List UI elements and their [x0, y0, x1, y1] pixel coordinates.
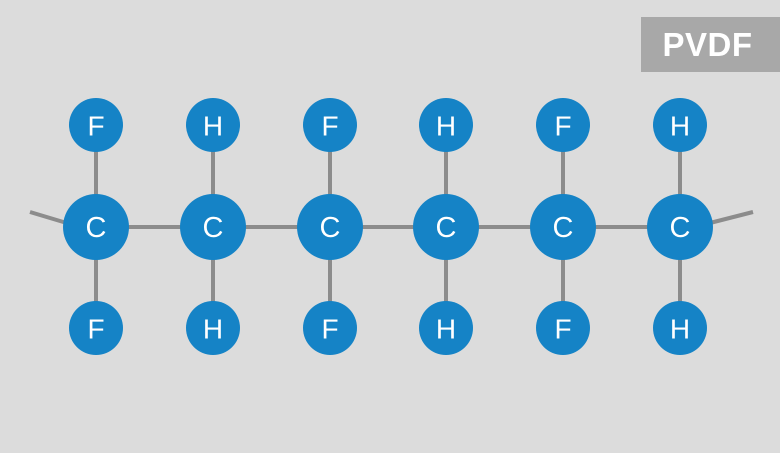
atom-label-bottom-4: H [436, 314, 456, 345]
atom-circle-bottom-4 [419, 301, 473, 355]
atom-label-carbon-4: C [436, 212, 457, 244]
atom-node-top-3[interactable]: F [303, 98, 357, 152]
atom-label-top-4: H [436, 111, 456, 142]
backbone-carbon-atoms: C C C C C C [63, 194, 713, 260]
bottom-substituent-atoms: F H F H F H [69, 301, 707, 355]
left-terminal-bond [29, 210, 71, 226]
atom-node-carbon-6[interactable]: C [647, 194, 713, 260]
atom-circle-top-6 [653, 98, 707, 152]
atom-node-top-6[interactable]: H [653, 98, 707, 152]
atom-node-bottom-2[interactable]: H [186, 301, 240, 355]
atom-node-bottom-4[interactable]: H [419, 301, 473, 355]
atom-label-top-1: F [87, 111, 104, 142]
atom-label-top-3: F [321, 111, 338, 142]
atom-circle-carbon-3 [297, 194, 363, 260]
polymer-name-badge: PVDF [641, 17, 780, 72]
atom-circle-top-4 [419, 98, 473, 152]
atom-label-bottom-2: H [203, 314, 223, 345]
polymer-name-label: PVDF [662, 26, 753, 63]
right-terminal-bond [705, 210, 754, 226]
atom-circle-bottom-1 [69, 301, 123, 355]
atom-label-bottom-6: H [670, 314, 690, 345]
atom-node-bottom-6[interactable]: H [653, 301, 707, 355]
atom-label-carbon-6: C [670, 212, 691, 244]
atom-label-top-6: H [670, 111, 690, 142]
atom-label-carbon-3: C [320, 212, 341, 244]
atom-node-top-4[interactable]: H [419, 98, 473, 152]
atom-node-carbon-4[interactable]: C [413, 194, 479, 260]
atom-circle-carbon-5 [530, 194, 596, 260]
atom-label-carbon-5: C [553, 212, 574, 244]
atom-label-carbon-1: C [86, 212, 107, 244]
atom-circle-top-1 [69, 98, 123, 152]
atom-circle-carbon-6 [647, 194, 713, 260]
atom-label-bottom-1: F [87, 314, 104, 345]
atom-node-carbon-1[interactable]: C [63, 194, 129, 260]
atom-circle-carbon-1 [63, 194, 129, 260]
terminal-bonds [29, 210, 754, 226]
atom-label-bottom-5: F [554, 314, 571, 345]
atom-node-bottom-1[interactable]: F [69, 301, 123, 355]
atom-node-bottom-5[interactable]: F [536, 301, 590, 355]
atom-node-top-2[interactable]: H [186, 98, 240, 152]
atom-circle-top-5 [536, 98, 590, 152]
atom-node-bottom-3[interactable]: F [303, 301, 357, 355]
top-substituent-atoms: F H F H F H [69, 98, 707, 152]
atom-node-carbon-5[interactable]: C [530, 194, 596, 260]
atom-circle-top-2 [186, 98, 240, 152]
atom-label-carbon-2: C [203, 212, 224, 244]
atom-circle-top-3 [303, 98, 357, 152]
atom-node-top-5[interactable]: F [536, 98, 590, 152]
atom-circle-bottom-3 [303, 301, 357, 355]
atom-node-carbon-2[interactable]: C [180, 194, 246, 260]
atom-label-bottom-3: F [321, 314, 338, 345]
atom-circle-bottom-6 [653, 301, 707, 355]
atom-circle-bottom-5 [536, 301, 590, 355]
atom-circle-carbon-4 [413, 194, 479, 260]
atom-label-top-5: F [554, 111, 571, 142]
atom-label-top-2: H [203, 111, 223, 142]
atom-node-top-1[interactable]: F [69, 98, 123, 152]
atom-node-carbon-3[interactable]: C [297, 194, 363, 260]
atom-circle-bottom-2 [186, 301, 240, 355]
atom-circle-carbon-2 [180, 194, 246, 260]
